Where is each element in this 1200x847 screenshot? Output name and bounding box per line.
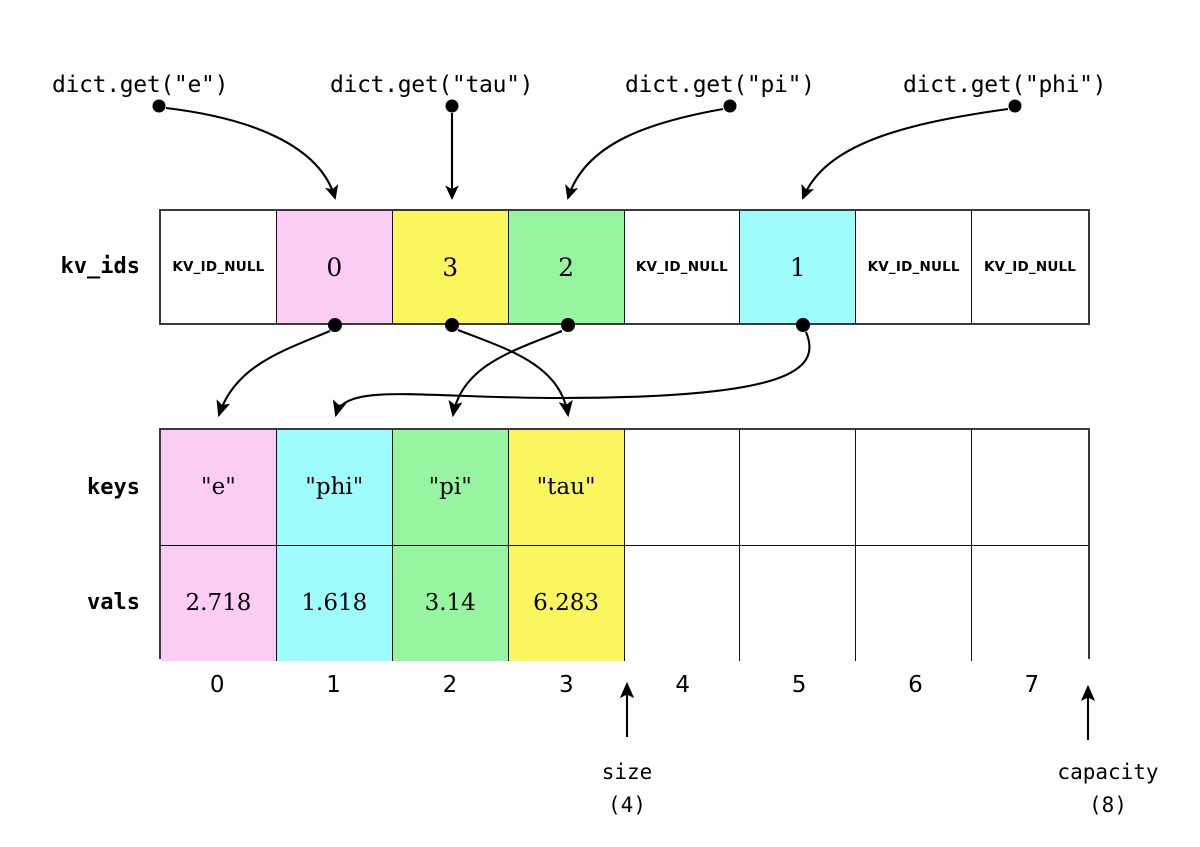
vals-cell-3: 6.283 bbox=[508, 545, 625, 661]
kv-ids-cell-6: KV_ID_NULL bbox=[856, 211, 973, 323]
call-label-get-tau: dict.get("tau") bbox=[330, 72, 534, 98]
kv-ids-cell-4: KV_ID_NULL bbox=[624, 211, 741, 323]
arrow-get-pi-to-slot3 bbox=[565, 99, 737, 200]
vals-cell-6 bbox=[856, 545, 973, 661]
kv-ids-cell-3: 2 bbox=[508, 211, 625, 323]
keys-cell-4 bbox=[624, 430, 741, 545]
keys-value-text: "phi" bbox=[305, 474, 364, 501]
index-label-7: 7 bbox=[1024, 672, 1040, 698]
index-label-6: 6 bbox=[908, 672, 923, 698]
vals-value-text: 3.14 bbox=[424, 590, 476, 617]
kv-id-value-text: 1 bbox=[789, 252, 806, 282]
arrow-get-phi-to-slot5 bbox=[801, 99, 1022, 200]
keys-cell-3: "tau" bbox=[508, 430, 625, 545]
capacity-value: (8) bbox=[1089, 793, 1127, 817]
keys-cell-6 bbox=[856, 430, 973, 545]
keys-vals-array: "e" "phi" "pi" "tau" 2.718 1.618 3.14 6.283 bbox=[159, 428, 1090, 661]
kv-ids-cell-0: KV_ID_NULL bbox=[161, 211, 277, 323]
call-label-get-pi: dict.get("pi") bbox=[625, 72, 815, 98]
vals-cell-4 bbox=[624, 545, 741, 661]
size-value: (4) bbox=[608, 793, 646, 817]
kv-ids-cell-1: 0 bbox=[276, 211, 393, 323]
arrow-slot1-to-keys0 bbox=[216, 318, 342, 418]
row-label-kv-ids: kv_ids bbox=[60, 254, 140, 279]
kv-ids-cell-5: 1 bbox=[740, 211, 857, 323]
vals-cell-5 bbox=[740, 545, 857, 661]
kv-id-value-text: 0 bbox=[326, 252, 343, 282]
capacity-label: capacity bbox=[1057, 760, 1159, 784]
kv-ids-array: KV_ID_NULL 0 3 2 KV_ID_NULL 1 KV_ID_NULL KV_ID_… bbox=[159, 209, 1090, 325]
vals-cell-1: 1.618 bbox=[276, 545, 393, 661]
arrow-slot2-to-keys3 bbox=[445, 318, 573, 418]
row-label-vals: vals bbox=[87, 590, 140, 615]
keys-cell-7 bbox=[972, 430, 1088, 545]
arrow-get-tau-to-slot2 bbox=[445, 99, 459, 200]
kv-ids-cell-2: 3 bbox=[392, 211, 509, 323]
kv-id-null-text: KV_ID_NULL bbox=[867, 259, 960, 275]
arrow-get-e-to-slot1 bbox=[152, 99, 339, 200]
vals-cell-7 bbox=[972, 545, 1088, 661]
vals-cell-0: 2.718 bbox=[161, 545, 277, 661]
keys-value-text: "pi" bbox=[428, 474, 472, 501]
keys-value-text: "tau" bbox=[536, 474, 596, 501]
kv-id-value-text: 3 bbox=[442, 252, 459, 282]
keys-cell-0: "e" bbox=[161, 430, 277, 545]
index-label-1: 1 bbox=[326, 672, 341, 698]
vals-value-text: 1.618 bbox=[301, 590, 368, 617]
index-label-5: 5 bbox=[791, 672, 807, 698]
vals-value-text: 2.718 bbox=[185, 590, 252, 617]
row-label-keys: keys bbox=[87, 475, 140, 500]
vals-cell-2: 3.14 bbox=[392, 545, 509, 661]
keys-cell-2: "pi" bbox=[392, 430, 509, 545]
index-label-3: 3 bbox=[558, 672, 574, 698]
keys-row: "e" "phi" "pi" "tau" bbox=[161, 430, 1088, 546]
index-label-0: 0 bbox=[209, 672, 225, 698]
kv-id-null-text: KV_ID_NULL bbox=[984, 259, 1077, 275]
keys-value-text: "e" bbox=[201, 474, 236, 501]
kv-ids-cell-7: KV_ID_NULL bbox=[972, 211, 1088, 323]
kv-id-null-text: KV_ID_NULL bbox=[635, 259, 728, 275]
call-label-get-e: dict.get("e") bbox=[52, 72, 229, 98]
index-label-4: 4 bbox=[675, 672, 690, 698]
vals-row: 2.718 1.618 3.14 6.283 bbox=[161, 545, 1088, 661]
keys-cell-5 bbox=[740, 430, 857, 545]
arrow-slot3-to-keys2 bbox=[448, 318, 575, 418]
kv-id-null-text: KV_ID_NULL bbox=[172, 259, 265, 275]
kv-id-value-text: 2 bbox=[558, 252, 575, 282]
vals-value-text: 6.283 bbox=[533, 590, 599, 617]
keys-cell-1: "phi" bbox=[276, 430, 393, 545]
call-label-get-phi: dict.get("phi") bbox=[903, 72, 1107, 98]
size-label: size bbox=[601, 760, 653, 784]
index-label-2: 2 bbox=[442, 672, 458, 698]
arrow-slot5-to-keys1 bbox=[332, 318, 811, 418]
